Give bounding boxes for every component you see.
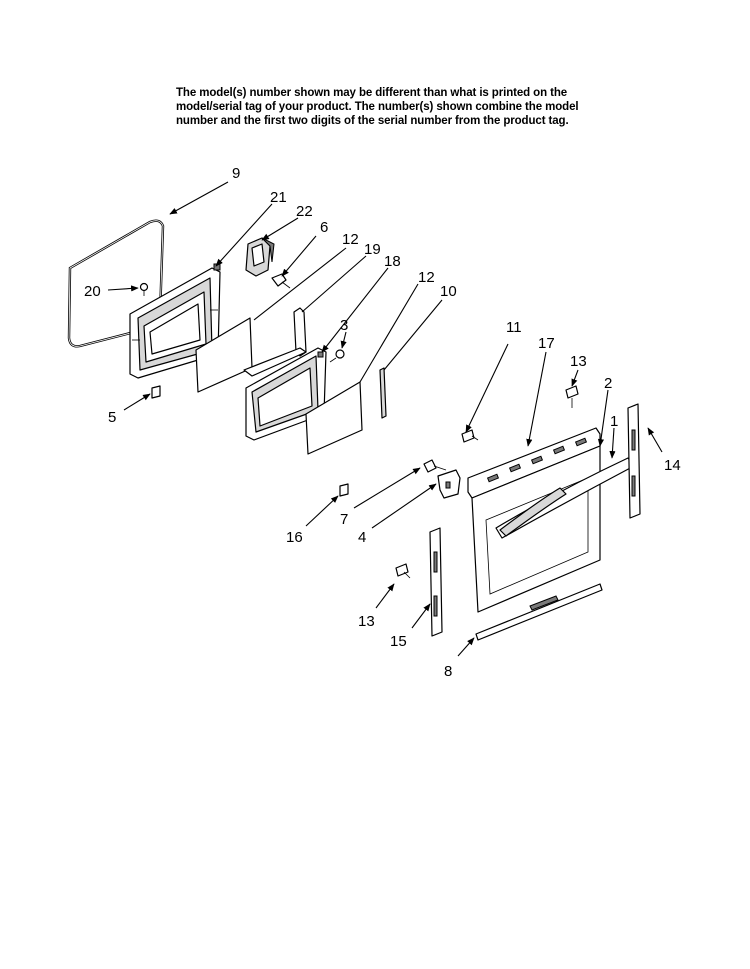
part-8-bottom-trim bbox=[475, 583, 603, 641]
part-4-bracket bbox=[437, 469, 461, 499]
part-14-side-trim-right bbox=[627, 403, 641, 519]
part-10-door-channel bbox=[379, 367, 387, 419]
callout-5: 5 bbox=[108, 409, 116, 426]
part-15-side-trim-left bbox=[429, 527, 443, 637]
part-22-hinge bbox=[245, 237, 275, 277]
callout-1: 1 bbox=[610, 413, 618, 430]
callout-12-lower: 12 bbox=[418, 269, 435, 286]
callout-2: 2 bbox=[604, 375, 612, 392]
part-13-screw-upper bbox=[565, 385, 579, 408]
callout-11: 11 bbox=[506, 319, 522, 336]
callout-16: 16 bbox=[286, 529, 303, 546]
callout-15: 15 bbox=[390, 633, 407, 650]
part-3-screw bbox=[329, 349, 345, 363]
callout-13-lower: 13 bbox=[358, 613, 375, 630]
callout-17: 17 bbox=[538, 335, 555, 352]
part-12-outer-glass-lower bbox=[305, 381, 363, 455]
notice-line-2: model/serial tag of your product. The nu… bbox=[176, 101, 579, 113]
notice-line-1: The model(s) number shown may be differe… bbox=[176, 87, 568, 99]
callout-13-upper: 13 bbox=[570, 353, 587, 370]
leader-lines bbox=[107, 181, 663, 657]
callout-19: 19 bbox=[364, 241, 381, 258]
part-11-screw bbox=[461, 429, 479, 443]
part-19-glass-retainer bbox=[243, 307, 307, 377]
callout-10: 10 bbox=[440, 283, 457, 300]
callout-9: 9 bbox=[232, 165, 240, 182]
part-7-screw bbox=[423, 459, 447, 473]
notice-line-3: number and the first two digits of the s… bbox=[176, 115, 569, 127]
callout-18: 18 bbox=[384, 253, 401, 270]
callout-21: 21 bbox=[270, 189, 287, 206]
callout-8: 8 bbox=[444, 663, 452, 680]
callout-22: 22 bbox=[296, 203, 313, 220]
callout-12-upper: 12 bbox=[342, 231, 359, 248]
part-16-spacer bbox=[339, 483, 349, 497]
callout-3: 3 bbox=[340, 317, 348, 334]
part-6-screw bbox=[271, 273, 291, 289]
part-13-screw-lower bbox=[395, 563, 411, 579]
callout-4: 4 bbox=[358, 529, 366, 546]
part-20-screw bbox=[139, 282, 149, 296]
callout-labels: 9 21 22 6 12 19 18 12 10 20 3 5 11 17 13… bbox=[84, 165, 681, 680]
callout-6: 6 bbox=[320, 219, 328, 236]
callout-7: 7 bbox=[340, 511, 348, 528]
part-5-spacer bbox=[151, 385, 161, 399]
callout-14: 14 bbox=[664, 457, 681, 474]
callout-20: 20 bbox=[84, 283, 101, 300]
model-number-notice: The model(s) number shown may be differe… bbox=[176, 86, 596, 128]
